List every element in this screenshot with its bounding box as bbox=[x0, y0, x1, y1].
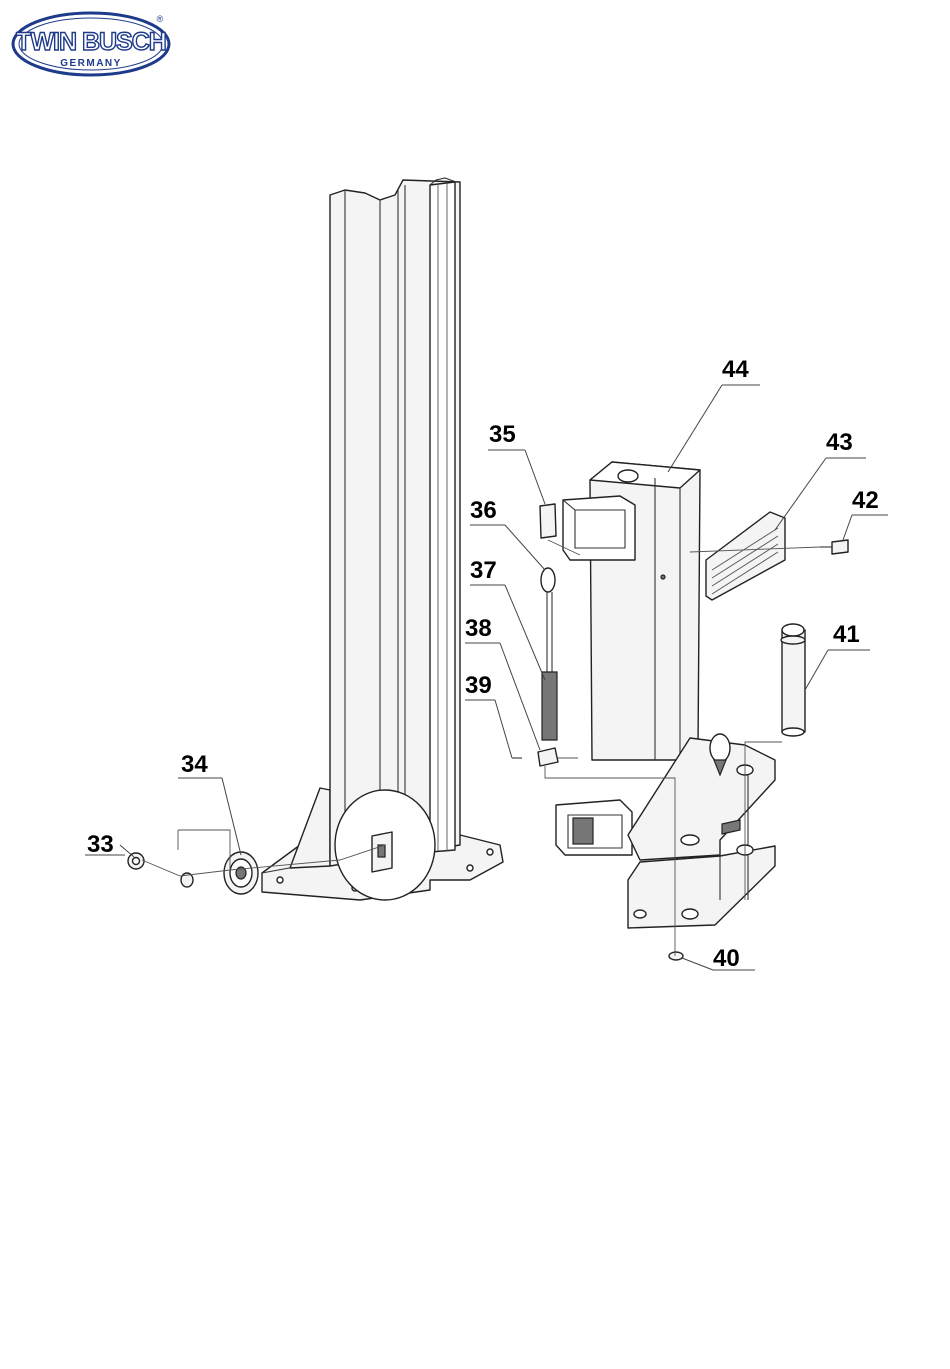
part-42-bolt bbox=[820, 540, 848, 554]
part-40-washer bbox=[669, 952, 683, 960]
callout-34: 34 bbox=[181, 751, 208, 778]
part-43-pad bbox=[706, 512, 785, 600]
lift-carriage bbox=[556, 462, 775, 928]
callout-36: 36 bbox=[470, 497, 497, 524]
part-35-block bbox=[540, 504, 556, 538]
callout-35: 35 bbox=[489, 421, 516, 448]
callout-44: 44 bbox=[722, 356, 749, 383]
part-33-nut bbox=[128, 853, 144, 869]
callout-33: 33 bbox=[87, 831, 114, 858]
callout-37: 37 bbox=[470, 557, 497, 584]
callout-41: 41 bbox=[833, 621, 860, 648]
callout-42: 42 bbox=[852, 487, 879, 514]
callout-38: 38 bbox=[465, 615, 492, 642]
part-38-cap bbox=[538, 748, 558, 766]
lift-column bbox=[262, 178, 503, 900]
part-36-eye-bolt bbox=[541, 568, 557, 740]
part-34-pulley bbox=[224, 852, 258, 894]
callout-43: 43 bbox=[826, 429, 853, 456]
callout-39: 39 bbox=[465, 672, 492, 699]
callout-40: 40 bbox=[713, 945, 740, 972]
part-41-pin bbox=[781, 624, 805, 736]
